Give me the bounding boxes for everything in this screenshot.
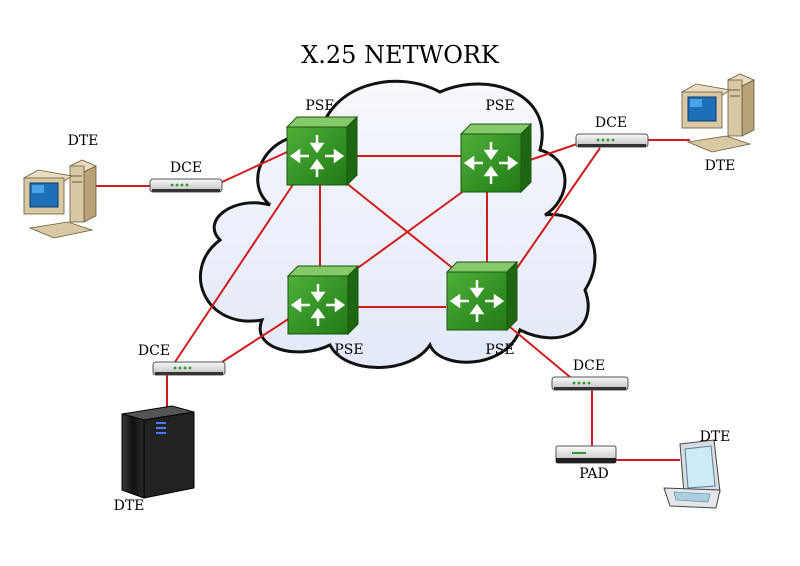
dce-label-top-right: DCE <box>595 115 627 131</box>
modem-icon <box>152 361 226 376</box>
link-dce-bl-pse-tl <box>174 179 297 363</box>
dte-label-left: DTE <box>68 133 99 149</box>
pse-label-top-left: PSE <box>305 98 334 114</box>
modem-icon <box>551 376 629 391</box>
dte-terminal <box>663 439 721 509</box>
dce-modem-left <box>149 178 223 193</box>
link-dce-bl-pse-bl <box>221 317 291 363</box>
pad-label: PAD <box>579 466 608 482</box>
packet-switch-icon <box>286 264 360 336</box>
pse-label-bottom-right: PSE <box>485 342 514 358</box>
dce-label-bottom-left: DCE <box>138 343 170 359</box>
dte-desktop-left <box>22 159 97 239</box>
pse-label-top-right: PSE <box>485 98 514 114</box>
network-links <box>95 139 690 461</box>
link-pse-br-dce-br <box>509 326 571 378</box>
pse-switch-top-right <box>459 122 533 194</box>
link-dce-left-pse-tl <box>219 151 288 184</box>
dte-label-server: DTE <box>114 498 145 514</box>
pad-device <box>555 445 617 464</box>
pad-device-icon <box>555 445 617 464</box>
link-dce-tr-pse-br <box>516 147 601 269</box>
pse-label-bottom-left: PSE <box>334 342 363 358</box>
pse-switch-bottom-right <box>445 260 519 332</box>
link-pse-tr-pse-bl <box>354 189 466 271</box>
dte-label-top-right: DTE <box>705 158 736 174</box>
dce-modem-bottom-left <box>152 361 226 376</box>
pse-switch-top-left <box>285 115 359 187</box>
pse-switch-bottom-left <box>286 264 360 336</box>
diagram-title: X.25 NETWORK <box>301 41 500 69</box>
link-pse-tl-pse-br <box>344 181 456 271</box>
desktop-computer-icon <box>22 159 97 239</box>
desktop-computer-icon <box>680 73 755 153</box>
link-pse-tr-dce-tr <box>529 142 581 161</box>
dte-desktop-top-right <box>680 73 755 153</box>
dte-label-terminal: DTE <box>700 429 731 445</box>
dce-modem-top-right <box>575 133 649 148</box>
packet-switch-icon <box>285 115 359 187</box>
packet-switch-icon <box>445 260 519 332</box>
dce-label-bottom-right: DCE <box>573 358 605 374</box>
modem-icon <box>575 133 649 148</box>
server-tower-icon <box>121 405 195 499</box>
dce-label-left: DCE <box>170 160 202 176</box>
dte-server <box>121 405 195 499</box>
terminal-icon <box>663 439 721 509</box>
packet-switch-icon <box>459 122 533 194</box>
modem-icon <box>149 178 223 193</box>
dce-modem-bottom-right <box>551 376 629 391</box>
